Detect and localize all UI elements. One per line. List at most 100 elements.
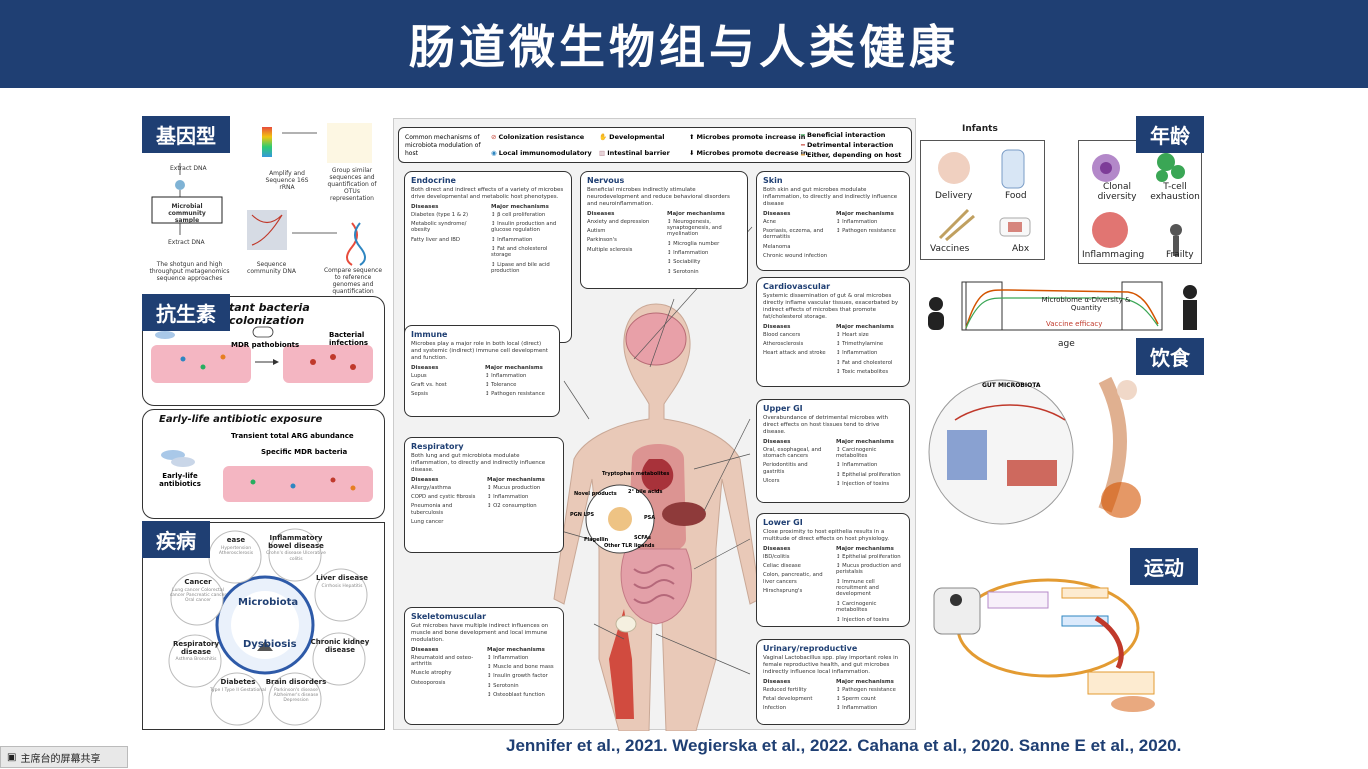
resistant-heading: tant bacteria colonization (229, 301, 310, 327)
hub-tlr: Other TLR ligands (604, 543, 655, 549)
extract-dna-label-2: Extract DNA (168, 239, 205, 246)
mechanism-item: ↕ Sociability (667, 259, 701, 266)
elderly-icons (1092, 153, 1185, 256)
group-label: Group similar sequences and quantificati… (327, 167, 377, 202)
exercise-illustration (933, 578, 1155, 712)
mechanism-item: ↕ Pathogen resistance (485, 391, 545, 398)
legend-increase: ⬆ Microbes promote increase in (689, 133, 805, 141)
no-entry-icon: ⊘ (491, 133, 497, 141)
disease-node-name: Chronic kidney disease (310, 638, 370, 654)
card-title: Endocrine (411, 176, 456, 185)
microbiota-center-label: Microbiota (238, 597, 299, 608)
legend-common: Common mechanisms of microbiota modulati… (405, 134, 481, 157)
hub-scfa: SCFAs (634, 535, 651, 541)
mechanisms-header: Major mechanisms (836, 545, 894, 552)
mechanism-item: ↕ Osteoblast function (487, 692, 545, 698)
mechanism-item: ↕ Toxic metabolites (836, 368, 889, 375)
legend-local-immuno: ◉ Local immunomodulatory (491, 149, 592, 157)
mechanisms-column: Major mechanisms↕ Inflammation↕ Muscle a… (487, 647, 557, 702)
disease-item: Reduced fertility (763, 686, 807, 693)
mechanism-item: ↕ Epithelial proliferation (836, 471, 901, 478)
mechanism-item: ↕ Inflammation (485, 372, 527, 379)
mechanism-item: ↕ Mucus production and peristalsis (836, 563, 901, 576)
mechanism-item: ↕ Serotonin (667, 268, 699, 275)
mechanism-item: ↕ Carcinogenic metabolites (836, 446, 877, 459)
card-title: Nervous (587, 176, 625, 185)
legend-increase-label: Microbes promote increase in (696, 133, 806, 141)
diseases-header: Diseases (763, 545, 791, 552)
clonal-label: Clonal diversity (1097, 182, 1137, 202)
hand-icon: ✋ (599, 133, 608, 141)
mechanism-item: ↕ Immune cell recruitment and developmen… (836, 578, 879, 598)
disease-node-name: Liver disease (315, 574, 369, 582)
legend-developmental: ✋ Developmental (599, 133, 665, 141)
disease-node-examples: Type I Type II Gestational (209, 687, 267, 693)
slide-title: 肠道微生物组与人类健康 (409, 20, 959, 74)
infant-icons (938, 149, 1031, 242)
legend-developmental-label: Developmental (609, 133, 665, 141)
mechanism-item: ↕ β cell proliferation (491, 211, 546, 218)
mechanism-item: ↕ Sperm count (836, 695, 876, 702)
diseases-header: Diseases (763, 678, 791, 685)
disease-item: Osteoporosis (411, 679, 446, 686)
disease-item: Ulcers (763, 478, 780, 484)
mechanism-item: ↕ Microglia number (667, 240, 720, 247)
diseases-header: Diseases (763, 438, 791, 445)
mechanisms-column: Major mechanisms↕ Heart size↕ Trimethyla… (836, 324, 903, 379)
mechanism-item: ↕ Epithelial proliferation (836, 553, 901, 560)
shotgun-label: The shotgun and high throughput metageno… (149, 261, 230, 282)
central-body-figure: Common mechanisms of microbiota modulati… (393, 118, 916, 731)
infants-label: Infants (962, 124, 998, 134)
card-title: Skeletomuscular (411, 612, 487, 621)
legend-decrease: ⬇ Microbes promote decrease in (689, 149, 808, 157)
card-title: Lower GI (763, 518, 803, 527)
mechanisms-column: Major mechanisms↕ Inflammation↕ Pathogen… (836, 211, 903, 263)
mechanisms-column: Major mechanisms↕ Mucus production↕ Infl… (487, 477, 557, 529)
mechanism-item: ↕ Heart size (836, 331, 869, 338)
mechanisms-column: Major mechanisms↕ Neurogenesis, synaptog… (667, 211, 741, 278)
card-description: Both lung and gut microbiota modulate in… (411, 453, 546, 473)
card-title: Respiratory (411, 442, 464, 451)
mechanisms-header: Major mechanisms (836, 678, 894, 685)
mechanism-item: ↕ Neurogenesis, synaptogenesis, and myel… (667, 218, 722, 238)
screen-share-bar[interactable]: ▣ 主席台的屏幕共享 (0, 746, 128, 768)
barrier-icon: ▥ (599, 149, 606, 157)
disease-item: Autism (587, 227, 606, 234)
mechanisms-header: Major mechanisms (487, 646, 545, 653)
legend-decrease-label: Microbes promote decrease in (696, 149, 808, 157)
card-description: Both direct and indirect effects of a va… (411, 187, 564, 200)
diseases-header: Diseases (411, 476, 439, 483)
orange-line-icon: ━ (801, 151, 805, 159)
disease-node-examples: Cirrhosis Hepatitis (321, 583, 363, 589)
mechanism-item: ↕ Tolerance (485, 381, 517, 388)
legend-either: ━ Either, depending on host (801, 151, 901, 159)
disease-node-examples: Hypertension Atherosclerosis (218, 545, 254, 557)
disease-item: COPD and cystic fibrosis (411, 493, 476, 500)
disease-item: Metabolic syndrome/ obesity (411, 221, 467, 234)
human-body-illustration (553, 226, 761, 731)
microbiome-label: Microbiome α-Diversity & Quantity (1041, 296, 1131, 312)
mechanisms-header: Major mechanisms (836, 323, 894, 330)
mechanism-item: ↕ Inflammation (836, 218, 878, 225)
mechanisms-header: Major mechanisms (836, 438, 894, 445)
early-life-antibiotics-label: Early-life antibiotics (159, 472, 201, 488)
disease-node-name: Cancer (184, 578, 212, 586)
extract-dna-label-1: Extract DNA (170, 165, 207, 172)
